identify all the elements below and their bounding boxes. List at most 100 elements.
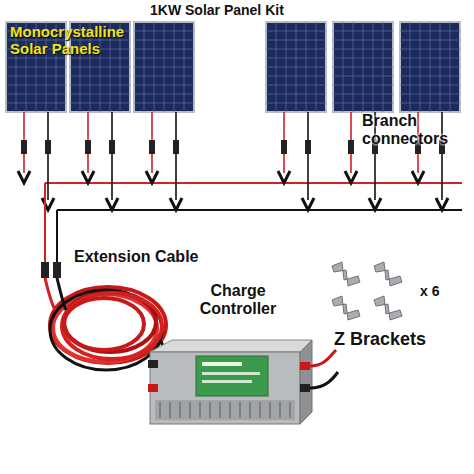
cell-line <box>400 94 460 95</box>
panel-lead <box>175 112 177 140</box>
cell-line <box>266 67 326 68</box>
red-lead <box>44 183 46 262</box>
cell-line <box>333 85 393 86</box>
solar-panel <box>266 22 326 112</box>
cell-line <box>266 31 326 32</box>
panel-lead <box>350 154 352 173</box>
panel-frame <box>266 22 326 112</box>
callout-label: Monocrystalline Solar Panels <box>10 24 160 57</box>
mc4-connector <box>85 140 91 154</box>
cell-line <box>134 103 194 104</box>
mc4-connector <box>41 262 49 278</box>
branch-connector <box>106 198 118 210</box>
branch-connector <box>146 171 158 183</box>
mc4-connector <box>149 140 155 154</box>
mc4-connector <box>109 140 115 154</box>
cell-line <box>266 85 326 86</box>
solar-panel <box>333 22 393 112</box>
label-stripe <box>202 380 252 383</box>
cell-line <box>70 85 130 86</box>
cable-loop <box>50 290 162 370</box>
cell-line <box>333 40 393 41</box>
mc4-connector <box>173 140 179 154</box>
cell-line <box>70 67 130 68</box>
cell-line <box>266 103 326 104</box>
panel-lead <box>283 112 285 140</box>
cell-line <box>333 67 393 68</box>
controller-body <box>150 352 300 424</box>
cell-line <box>400 58 460 59</box>
cell-line <box>400 103 460 104</box>
mc4-connector <box>53 262 61 278</box>
cell-line <box>400 31 460 32</box>
cell-line <box>70 94 130 95</box>
controller-top <box>150 340 312 352</box>
panel-lead <box>87 112 89 140</box>
label-stripe <box>202 362 242 366</box>
cell-line <box>134 40 194 41</box>
panel-frame <box>400 22 460 112</box>
callout-label: x 6 <box>420 284 460 299</box>
controller-fins <box>155 400 295 420</box>
mc4-connector <box>305 140 311 154</box>
cell-line <box>333 31 393 32</box>
panel-lead <box>374 154 376 200</box>
cable-end <box>57 278 66 310</box>
branch-connector <box>18 171 30 183</box>
charge-controller <box>148 340 338 424</box>
cell-line <box>266 58 326 59</box>
solar-panel <box>134 22 194 112</box>
cell-line <box>400 85 460 86</box>
panel-lead <box>283 154 285 173</box>
branch-connector <box>42 198 54 210</box>
cell-line <box>400 67 460 68</box>
cell-line <box>333 58 393 59</box>
controller-side <box>300 340 312 424</box>
cell-line <box>134 58 194 59</box>
z-bracket <box>332 296 360 320</box>
solar-panel <box>400 22 460 112</box>
cell-line <box>266 76 326 77</box>
panel-lead <box>441 154 443 200</box>
cell-line <box>266 94 326 95</box>
cell-line <box>400 40 460 41</box>
panel-lead <box>47 154 49 200</box>
cable-loop <box>64 298 144 350</box>
cable-loop <box>50 287 166 363</box>
mc4-connector <box>45 140 51 154</box>
cell-line <box>6 67 66 68</box>
cell-line <box>6 94 66 95</box>
cell-line <box>70 103 130 104</box>
cell-line <box>400 49 460 50</box>
branch-connector <box>82 171 94 183</box>
output-wire <box>310 350 336 366</box>
z-bracket <box>332 262 360 286</box>
mc4-connector <box>281 140 287 154</box>
z-brackets <box>332 262 402 320</box>
cell-line <box>400 76 460 77</box>
panel-frame <box>333 22 393 112</box>
panel-lead <box>175 154 177 200</box>
panel-lead <box>417 154 419 173</box>
cell-line <box>266 40 326 41</box>
cell-line <box>134 94 194 95</box>
solar-panels <box>6 22 460 112</box>
callout-label: Extension Cable <box>74 248 224 266</box>
panel-lead <box>47 112 49 140</box>
branch-connector <box>170 198 182 210</box>
branch-connector <box>278 171 290 183</box>
panel-lead <box>87 154 89 173</box>
panel-lead <box>350 112 352 140</box>
panel-lead <box>111 154 113 200</box>
cell-line <box>134 76 194 77</box>
cooling-fins <box>160 402 290 418</box>
cell-line <box>266 49 326 50</box>
cell-line <box>333 103 393 104</box>
mc4-connector <box>21 140 27 154</box>
z-bracket <box>374 296 402 320</box>
branch-connector <box>412 171 424 183</box>
cell-line <box>134 31 194 32</box>
callout-label: Branch connectors <box>362 112 472 147</box>
